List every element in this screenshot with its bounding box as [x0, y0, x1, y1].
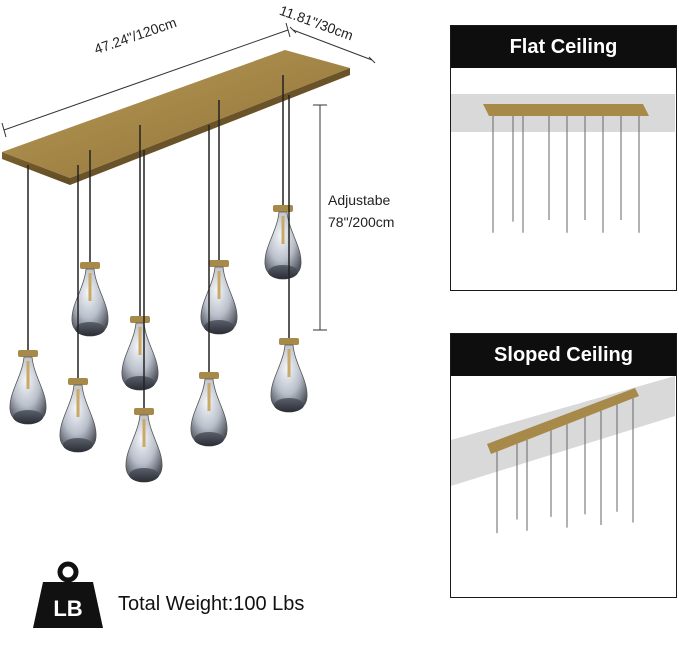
flat-ceiling-panel: Flat Ceiling [450, 25, 677, 291]
pendant-bulb [26, 361, 30, 389]
pendant-glass-base [194, 432, 224, 446]
pendant-glass-base [268, 265, 298, 279]
pendant-bulb [138, 327, 142, 355]
pendant-bulb [88, 273, 92, 301]
pendant-cap [80, 262, 100, 269]
pendant-glass-base [63, 438, 93, 452]
sloped-ceiling-title: Sloped Ceiling [451, 334, 676, 376]
sloped-ceiling-diagram [451, 376, 675, 534]
pendant-cap [209, 260, 229, 267]
pendant-bulb [142, 419, 146, 447]
height-label-line1: Adjustabe [328, 192, 391, 208]
pendant-cap [279, 338, 299, 345]
pendant-cap [134, 408, 154, 415]
pendant-glass-base [13, 410, 43, 424]
height-dimension-line [313, 104, 327, 331]
width-dimension-line [289, 26, 376, 64]
pendant-bulb [76, 389, 80, 417]
flat-ceiling-title: Flat Ceiling [451, 26, 676, 68]
sloped-ceiling-surface [451, 376, 675, 486]
pendant-cap [273, 205, 293, 212]
pendant-glass-base [129, 468, 159, 482]
pendant-cap [130, 316, 150, 323]
pendant-glass-base [75, 322, 105, 336]
ceiling-canopy-plate [2, 50, 350, 185]
sloped-ceiling-panel: Sloped Ceiling [450, 333, 677, 598]
length-dimension-line [1, 22, 291, 138]
weight-icon-label: LB [53, 596, 82, 621]
pendant-bulb [207, 383, 211, 411]
pendant-bulb [287, 349, 291, 377]
flat-canopy [483, 104, 649, 116]
pendant-cap [18, 350, 38, 357]
total-weight-text: Total Weight:100 Lbs [118, 593, 305, 615]
height-label-line2: 78"/200cm [328, 214, 395, 230]
pendant-group [9, 75, 308, 483]
chandelier-illustration [1, 22, 376, 483]
sloped-canopy [487, 388, 639, 454]
pendant-glass-base [274, 398, 304, 412]
pendant-glass-base [125, 376, 155, 390]
pendant-cap [199, 372, 219, 379]
weight-icon: LB [33, 561, 103, 628]
pendant-glass-base [204, 320, 234, 334]
flat-ceiling-diagram [451, 94, 675, 233]
pendant-bulb [217, 271, 221, 299]
pendant-bulb [281, 216, 285, 244]
pendant-cap [68, 378, 88, 385]
